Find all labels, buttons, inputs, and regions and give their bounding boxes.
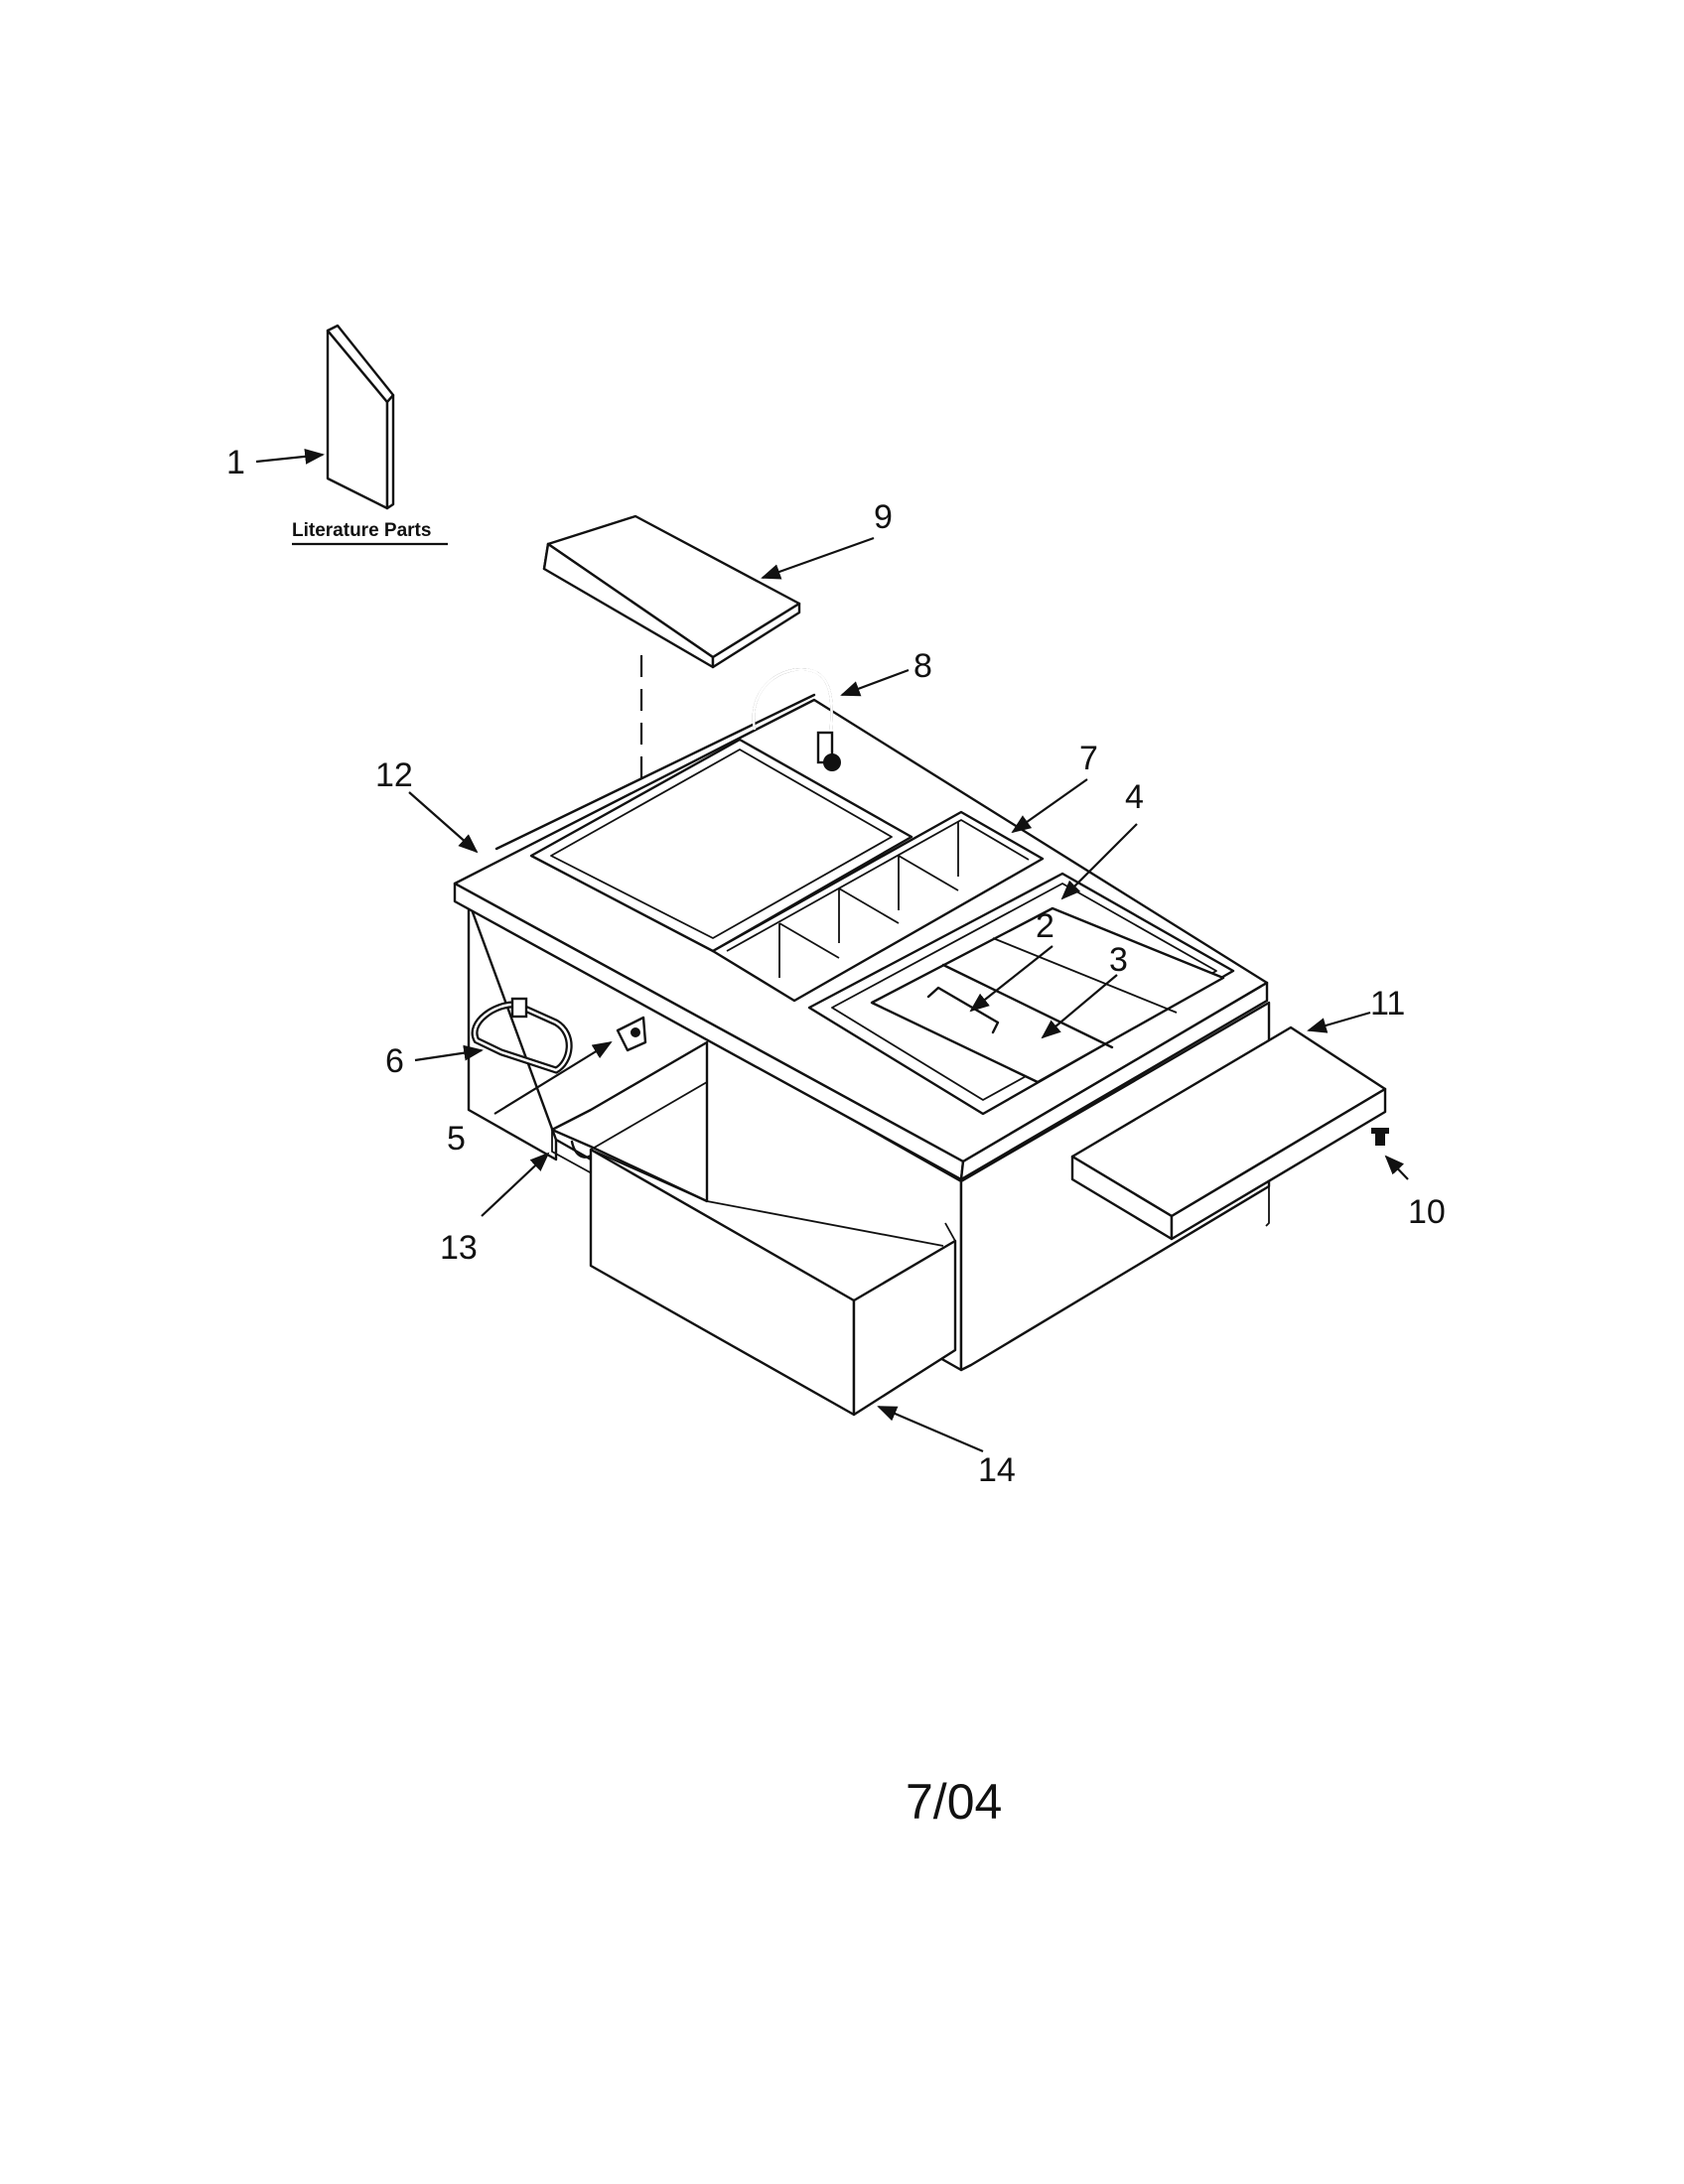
towel-ring-part [471, 997, 573, 1074]
callout-6: 6 [385, 1042, 404, 1080]
callout-3: 3 [1109, 941, 1128, 979]
callout-5: 5 [447, 1120, 466, 1158]
cover-board-part [542, 514, 801, 669]
callout-7: 7 [1079, 740, 1098, 777]
callout-9: 9 [874, 498, 893, 536]
sliding-lid-part [870, 906, 1225, 1084]
drawer-part [550, 1040, 957, 1417]
bottle-opener-part [616, 1016, 647, 1052]
sink-basin-part [529, 738, 913, 953]
callout-1: 1 [226, 444, 245, 481]
callout-4: 4 [1125, 778, 1144, 816]
callout-2: 2 [1036, 907, 1054, 945]
date-code: 7/04 [906, 1774, 1002, 1830]
callout-14: 14 [978, 1451, 1016, 1489]
leader-arrows [255, 448, 1409, 1453]
callout-13: 13 [440, 1229, 478, 1267]
literature-parts-label: Literature Parts [292, 520, 431, 541]
faucet-part [752, 668, 841, 771]
condiment-tray-part [711, 810, 1045, 1003]
callout-12: 12 [375, 756, 413, 794]
side-shelf-part [1070, 1025, 1387, 1241]
callout-10: 10 [1408, 1193, 1446, 1231]
callout-11: 11 [1370, 985, 1405, 1023]
screw-part [1371, 1128, 1389, 1146]
callout-8: 8 [913, 647, 932, 685]
lid-handle-part [926, 986, 1000, 1034]
literature-booklet-part [326, 324, 395, 510]
